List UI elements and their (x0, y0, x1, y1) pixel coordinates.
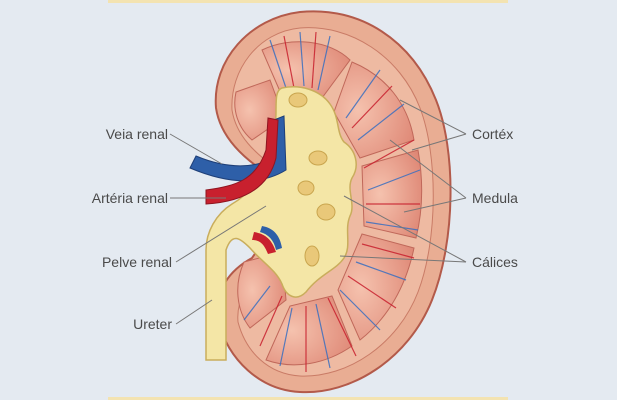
cortex-vessels (243, 31, 421, 369)
lower-artery-branch (252, 232, 276, 254)
label-medula: Medula (472, 190, 518, 206)
label-ureter: Ureter (133, 316, 172, 332)
leader-lines (169, 99, 467, 325)
label-arteria-renal: Artéria renal (91, 190, 168, 206)
label-pelve-renal: Pelve renal (101, 254, 172, 270)
label-cortex: Cortéx (472, 126, 514, 142)
renal-artery (205, 117, 279, 205)
top-accent-line (108, 0, 508, 3)
bottom-accent-line (108, 397, 508, 400)
calyx-spots (288, 92, 336, 267)
label-veia-renal: Veia renal (105, 126, 168, 142)
cortex-arteries (259, 31, 420, 372)
lower-vein-branch (260, 226, 282, 250)
label-calices: Cálices (472, 254, 518, 270)
